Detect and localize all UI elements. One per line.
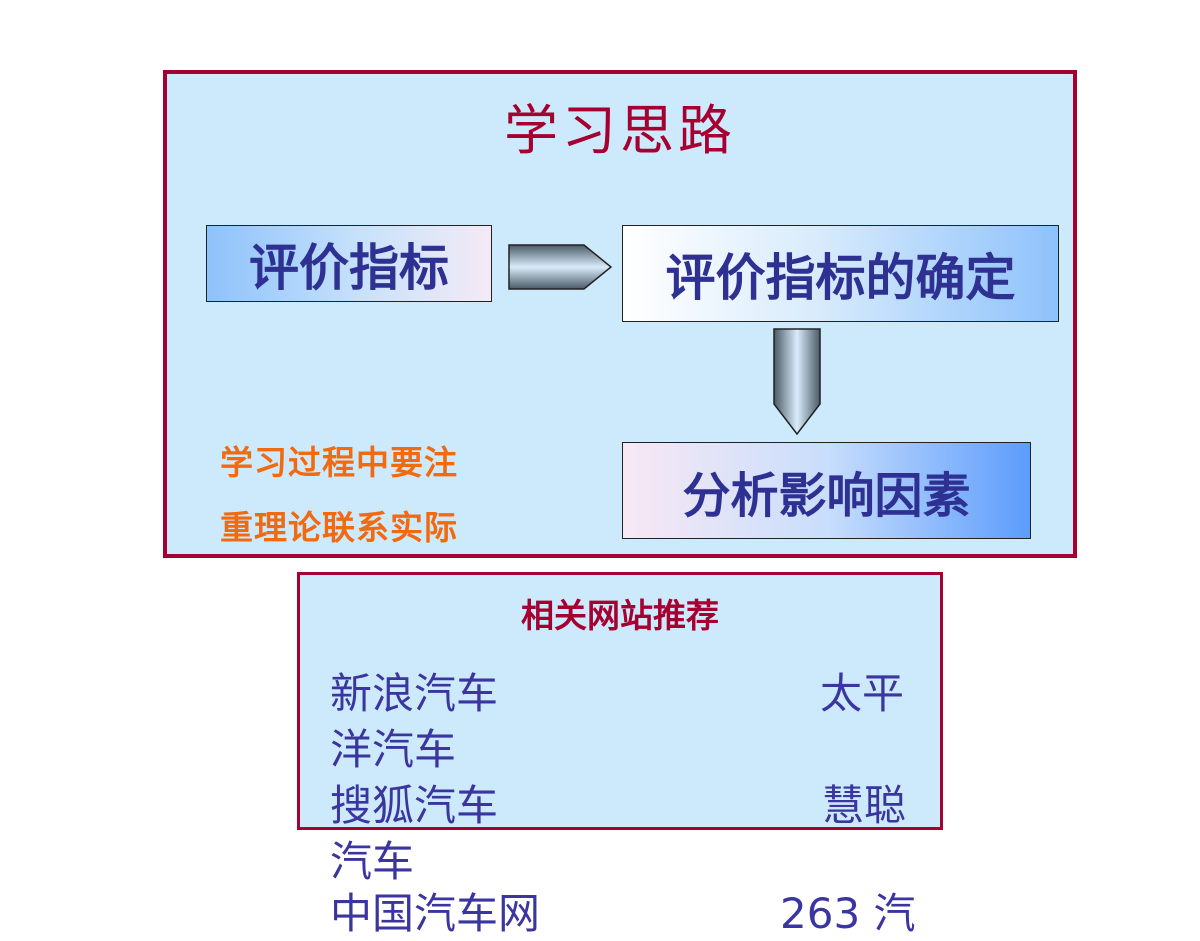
links-title: 相关网站推荐 [521, 596, 719, 635]
link-huicong-part2[interactable]: 汽车 [330, 837, 415, 886]
evaluation-indicator-box: 评价指标 [206, 225, 492, 302]
indicator-determination-box: 评价指标的确定 [622, 225, 1059, 322]
link-sina-auto[interactable]: 新浪汽车 [330, 669, 499, 718]
panel-title: 学习思路 [504, 99, 736, 162]
link-pacific-part1[interactable]: 太平 [820, 669, 905, 718]
link-china-auto-net[interactable]: 中国汽车网 [330, 889, 541, 938]
link-huicong-part1[interactable]: 慧聪 [822, 781, 907, 830]
related-websites-panel: 相关网站推荐 [297, 572, 943, 830]
link-263-auto[interactable]: 263 汽 [780, 889, 916, 938]
link-sohu-auto[interactable]: 搜狐汽车 [330, 781, 499, 830]
influencing-factors-box: 分析影响因素 [622, 442, 1031, 539]
arrow-down-icon [773, 328, 821, 436]
study-note-line-1: 学习过程中要注 [220, 443, 458, 482]
link-pacific-part2[interactable]: 洋汽车 [330, 725, 457, 774]
study-note-line-2: 重理论联系实际 [220, 508, 458, 547]
study-approach-panel: 学习思路 评价指标 评价指标的确定 分析影响因素 学习过程中要注 重理论联系实际 [163, 70, 1077, 558]
arrow-right-icon [508, 244, 612, 290]
